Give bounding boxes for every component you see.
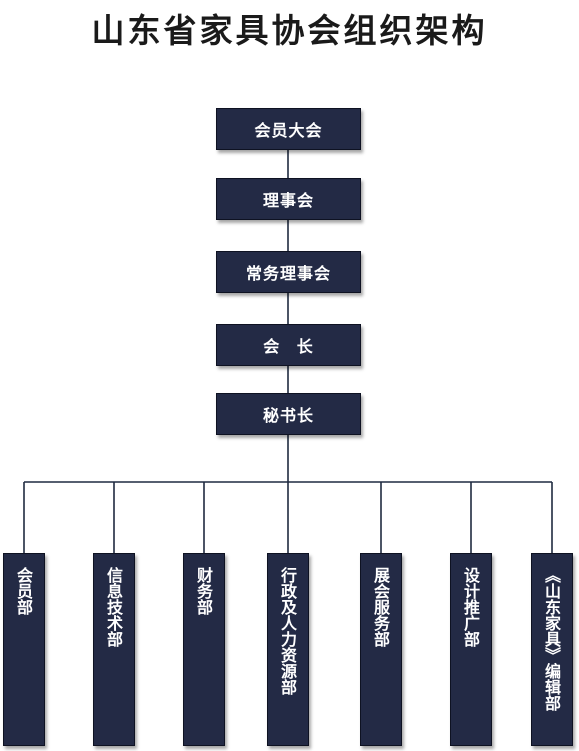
node-members-assembly: 会员大会 [216,108,361,150]
node-president: 会 长 [216,324,361,366]
chart-title: 山东省家具协会组织架构 [91,11,488,50]
node-secretary-general: 秘书长 [216,393,361,435]
dept-admin-hr: 行政及人力资源部 [267,553,309,746]
node-standing-council: 常务理事会 [216,251,361,293]
node-council: 理事会 [216,178,361,220]
dept-membership: 会员部 [3,553,45,746]
dept-finance: 财务部 [183,553,225,746]
dept-design: 设计推广部 [450,553,492,746]
dept-it: 信息技术部 [93,553,135,746]
dept-editorial: 《山东家具》编辑部 [531,553,573,746]
dept-exhibition: 展会服务部 [360,553,402,746]
